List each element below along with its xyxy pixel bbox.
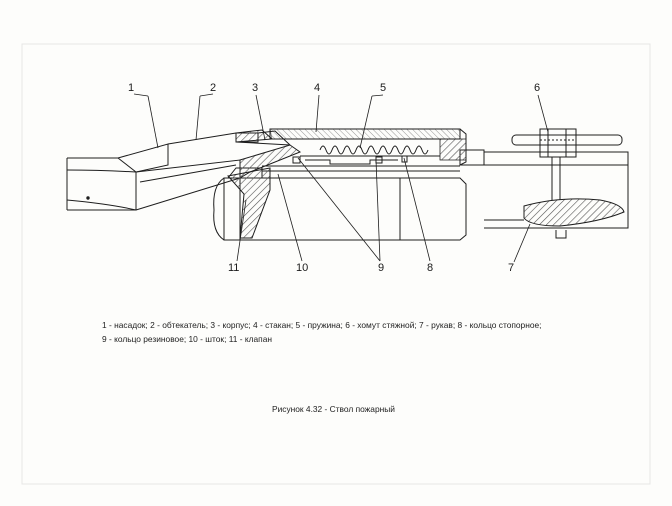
- callout-3: 3: [252, 82, 259, 94]
- callout-2: 2: [210, 82, 217, 94]
- callout-1: 1: [128, 82, 135, 94]
- figure-caption: Рисунок 4.32 - Ствол пожарный: [272, 404, 395, 414]
- callout-9: 9: [378, 262, 385, 274]
- callout-11: 11: [228, 262, 240, 274]
- sheet-frame: [21, 43, 651, 485]
- legend-line-1: 1 - насадок; 2 - обтекатель; 3 - корпус;…: [102, 320, 542, 330]
- parts-legend: 1 - насадок; 2 - обтекатель; 3 - корпус;…: [102, 319, 622, 346]
- callout-10: 10: [296, 262, 309, 274]
- callout-6: 6: [534, 82, 541, 94]
- callout-7: 7: [508, 262, 515, 274]
- callout-8: 8: [427, 262, 434, 274]
- callout-4: 4: [314, 82, 321, 94]
- callout-5: 5: [380, 82, 387, 94]
- leader-lines: [133, 93, 549, 263]
- hatched-sections: [227, 128, 625, 239]
- legend-line-2: 9 - кольцо резиновое; 10 - шток; 11 - кл…: [102, 333, 272, 344]
